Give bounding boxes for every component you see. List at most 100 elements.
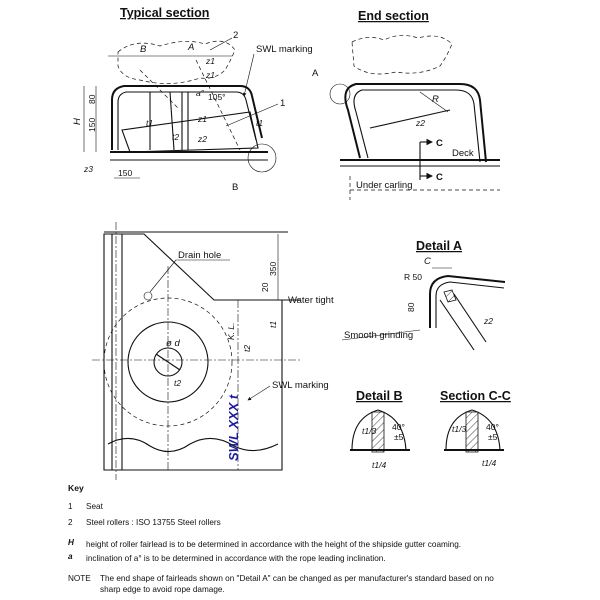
def-h-text: height of roller fairlead is to be deter… [86,540,462,549]
section-c-label-top: C [436,138,443,149]
section-cc-arc [445,409,501,451]
detail-b-view: Detail B t1/3 40° ±5 t1/4 [350,389,410,470]
item-2-callout: 2 [233,30,238,41]
detail-a-c-label: C [424,256,431,267]
deck-label: Deck [452,148,474,159]
dim-a-label: A [187,42,194,53]
shaft-cross-1 [155,353,181,371]
note-line-1: The end shape of fairleads shown on "Det… [100,574,494,583]
weld-z1-low: z1 [197,114,207,124]
dim-b-label: B [140,44,147,55]
roller-outline [117,40,236,84]
seat-plate [121,111,259,153]
key-item-2-text: Steel rollers : ISO 13755 Steel rollers [86,518,221,527]
angle-a-label: a° [196,88,205,98]
detail-b-ref: B [232,182,238,193]
swl-xxx-marking: SWL XXX t [226,394,241,461]
section-cc-t13: t1/3 [452,424,466,434]
detail-b-plate [371,411,385,453]
leader-2 [209,37,233,51]
detail-b-5: ±5 [394,432,404,442]
swl-leader-plan [247,385,271,401]
fairlead-plate-inner [117,91,257,150]
end-section-title: End section [358,9,429,23]
shaft-circle [153,347,183,377]
weld-z3-typical: z3 [83,164,93,174]
drain-hole-label: Drain hole [178,250,221,261]
def-a-sym: a [68,552,73,561]
end-roller-outline [351,35,453,75]
rope-line-2 [195,59,241,151]
roller-circle-outer [103,297,233,427]
weld-z1-top: z1 [205,56,215,66]
dim-350-label: 350 [268,262,278,276]
kl-label: K. L. [226,323,236,340]
detail-b-circle [247,143,277,173]
key-heading: Key [68,483,84,493]
detail-a-rib-1 [439,299,475,351]
radius-r-label: R [432,94,439,105]
shaft-diameter-label: ø d [166,338,180,349]
typical-section-title: Typical section [120,6,209,20]
plan-break-line [107,437,279,453]
swl-marking-label-top: SWL marking [256,44,313,55]
plan-t2-label: t2 [242,345,252,352]
section-cc-plate [465,411,479,453]
angle-105-label: 105° [208,92,226,102]
note-label: NOTE [68,574,91,583]
detail-a-circle [329,83,351,105]
detail-a-z2-label: z2 [483,316,493,326]
detail-b-40: 40° [392,422,405,432]
roller-circle-mid [127,321,209,403]
water-tight-label: Water tight [288,295,334,306]
detail-b-arc [351,409,407,451]
swl-marking-label-plan: SWL marking [272,380,329,391]
fairlead-plate-outer [111,85,263,150]
thickness-t1-right: t1 [256,118,263,128]
dim-150-label: 150 [87,118,97,132]
drain-hole-leader [149,259,177,293]
note-line-2: sharp edge to avoid rope damage. [100,585,225,594]
plan-t2b-label: t2 [174,378,181,388]
typical-section-view: Typical section B A 2 H 150 80 150 105 [72,6,313,193]
detail-b-t13: t1/3 [362,426,376,436]
section-cc-5: ±5 [488,432,498,442]
under-carling-label: Under carling [356,180,413,191]
key-item-2-num: 2 [68,518,73,527]
detail-a-r50-label: R 50 [404,272,422,282]
drain-hole [143,291,153,301]
weld-z2-end: z2 [415,118,425,128]
section-cc-40: 40° [486,422,499,432]
weld-z2-typical: z2 [197,134,207,144]
plan-view: ø d Drain hole 350 20 Water tight t1 K. … [92,222,334,480]
def-a-text: inclination of a° is to be determined in… [86,554,386,563]
rope-line-1 [139,69,179,109]
dim-80-label: 80 [87,94,97,104]
weld-z1-mid: z1 [205,70,215,80]
smooth-grinding-leader [341,329,421,341]
section-c-label-bottom: C [436,172,443,183]
thickness-t2-typical: t2 [172,132,179,142]
detail-a-plate-inner [435,281,505,328]
key-item-1-num: 1 [68,502,73,511]
plan-outline [103,233,283,471]
def-h-sym: H [68,538,74,547]
detail-a-plate-outer [429,274,506,328]
detail-a-view: Detail A C R 50 80 z2 Smooth grinding [341,239,506,351]
item-1-callout: 1 [280,98,285,109]
detail-b-title: Detail B [356,389,403,403]
dim-20-label: 20 [260,282,270,292]
radius-leader [419,91,449,113]
section-cc-title: Section C-C [440,389,511,403]
dim-150b-label: 150 [118,168,132,178]
end-section-view: End section R z2 A Deck Under carling C … [312,9,500,200]
rib-4 [169,91,175,151]
leader-1 [225,103,279,127]
detail-b-t14: t1/4 [372,460,386,470]
detail-a-rib-2 [453,293,487,343]
end-seat-line [369,109,451,129]
detail-a-ref: A [312,68,319,79]
section-cc-view: Section C-C t1/3 40° ±5 t1/4 [440,389,511,468]
key-item-1-text: Seat [86,502,103,511]
